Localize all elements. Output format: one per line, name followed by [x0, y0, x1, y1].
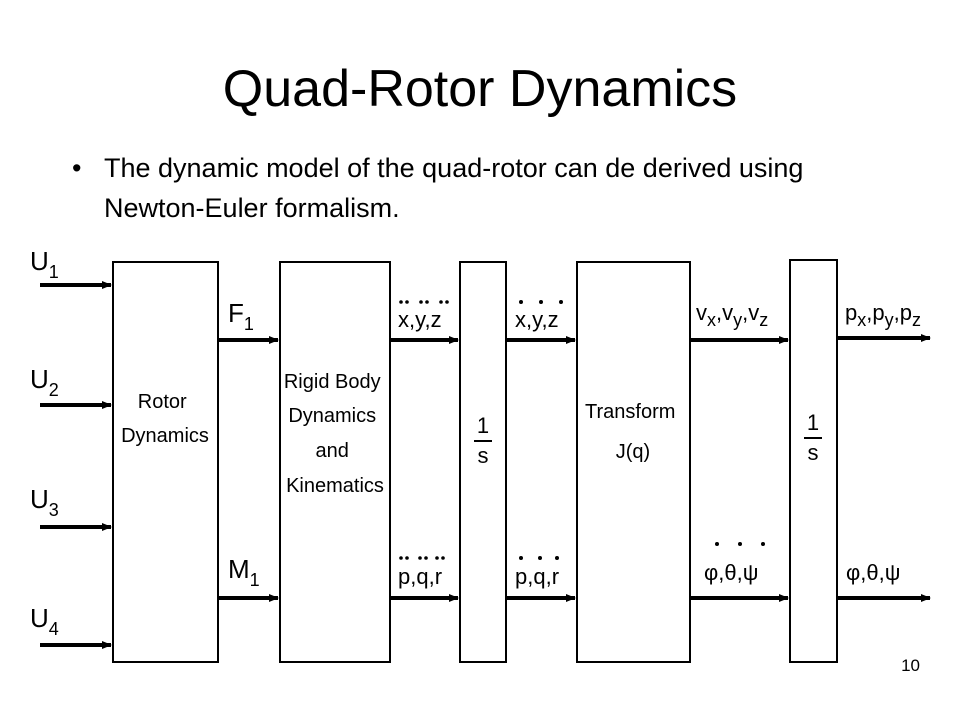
integrator-1-denominator: s	[478, 443, 489, 468]
svg-text:x,y,z: x,y,z	[398, 307, 442, 332]
moment-label: M1	[228, 554, 260, 590]
position-label: px,py,pz	[845, 300, 921, 330]
integrator-block-2	[789, 259, 838, 663]
angular-accel-label: p,q,r	[398, 556, 445, 589]
rigid-body-label: Rigid Body Dynamics and Kinematics	[284, 371, 386, 497]
linear-rate-label: x,y,z	[515, 300, 563, 332]
slide-title: Quad-Rotor Dynamics	[222, 60, 738, 118]
transform-block	[576, 261, 691, 663]
input-label-u2: U2	[30, 364, 59, 400]
page-number: 10	[901, 656, 920, 675]
bullet-point: • The dynamic model of the quad-rotor ca…	[72, 148, 902, 228]
rotor-dynamics-label: Rotor Dynamics	[121, 391, 209, 447]
euler-angle-label: φ,θ,ψ	[846, 560, 900, 585]
angular-rate-label: p,q,r	[515, 556, 559, 589]
linear-accel-label: x,y,z	[398, 300, 449, 332]
input-label-u3: U3	[30, 484, 59, 520]
svg-text:p,q,r: p,q,r	[398, 564, 442, 589]
input-label-u1: U1	[30, 246, 59, 282]
integrator-2-numerator: 1	[807, 410, 819, 435]
integrator-block-1	[459, 261, 507, 663]
svg-text:p,q,r: p,q,r	[515, 564, 559, 589]
rigid-body-block	[279, 261, 391, 663]
integrator-1-numerator: 1	[477, 413, 489, 438]
integrator-2-denominator: s	[808, 440, 819, 465]
force-label: F1	[228, 298, 254, 334]
svg-text:φ,θ,ψ: φ,θ,ψ	[704, 560, 758, 585]
svg-text:x,y,z: x,y,z	[515, 307, 559, 332]
bullet-text: The dynamic model of the quad-rotor can …	[104, 153, 804, 223]
input-label-u4: U4	[30, 603, 59, 639]
velocity-label: vx,vy,vz	[696, 300, 768, 330]
rotor-dynamics-block	[112, 261, 219, 663]
transform-label: Transform J(q)	[585, 401, 681, 463]
bullet-marker: •	[72, 153, 82, 183]
euler-rate-label: φ,θ,ψ	[704, 542, 765, 585]
